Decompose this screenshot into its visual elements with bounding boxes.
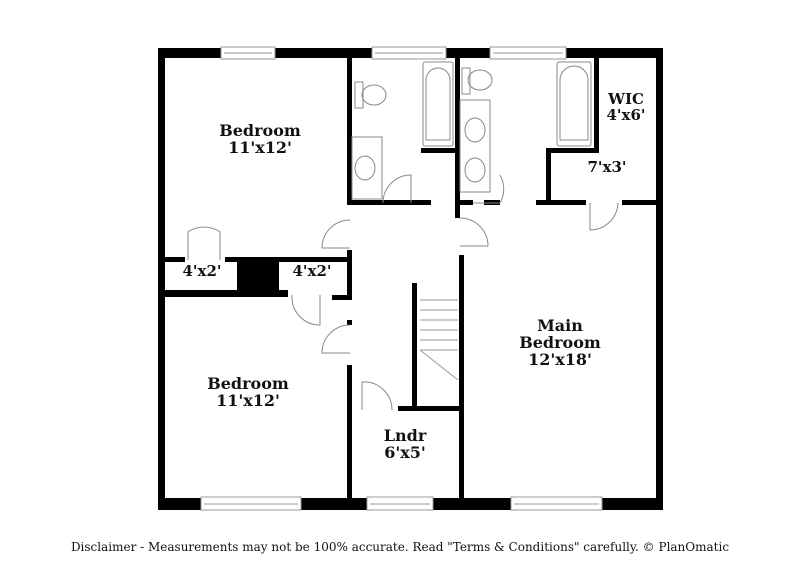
room-label-closet-2: 4'x2' [280,262,344,280]
room-label-wic: WIC 4'x6' [596,90,656,124]
room-label-bedroom-1: Bedroom 11'x12' [190,121,330,157]
doors [187,174,619,411]
room-name-line2: Bedroom [519,332,601,352]
room-name: WIC [608,90,644,108]
room-label-bedroom-2: Bedroom 11'x12' [178,374,318,410]
room-label-closet-1: 4'x2' [170,262,234,280]
room-dims: 4'x6' [606,105,646,124]
room-dims: 11'x12' [228,137,292,157]
disclaimer: Disclaimer - Measurements may not be 100… [70,540,730,554]
room-dims: 7'x3' [587,158,627,176]
room-name: Bedroom [219,121,301,140]
room-dims: 6'x5' [384,442,426,462]
room-name: Lndr [383,426,427,445]
room-name-line1: Main [537,316,583,335]
room-label-main-bedroom: Main Bedroom 12'x18' [490,316,630,369]
bath-fixtures [351,61,592,200]
room-name: Bedroom [207,374,289,393]
room-dims: 12'x18' [528,349,592,369]
windows [200,46,603,511]
room-dims: 4'x2' [182,262,222,280]
room-label-closet-3: 7'x3' [572,158,642,176]
room-label-laundry: Lndr 6'x5' [365,426,445,462]
room-dims: 11'x12' [216,390,280,410]
room-dims: 4'x2' [292,262,332,280]
stairs [419,299,459,381]
